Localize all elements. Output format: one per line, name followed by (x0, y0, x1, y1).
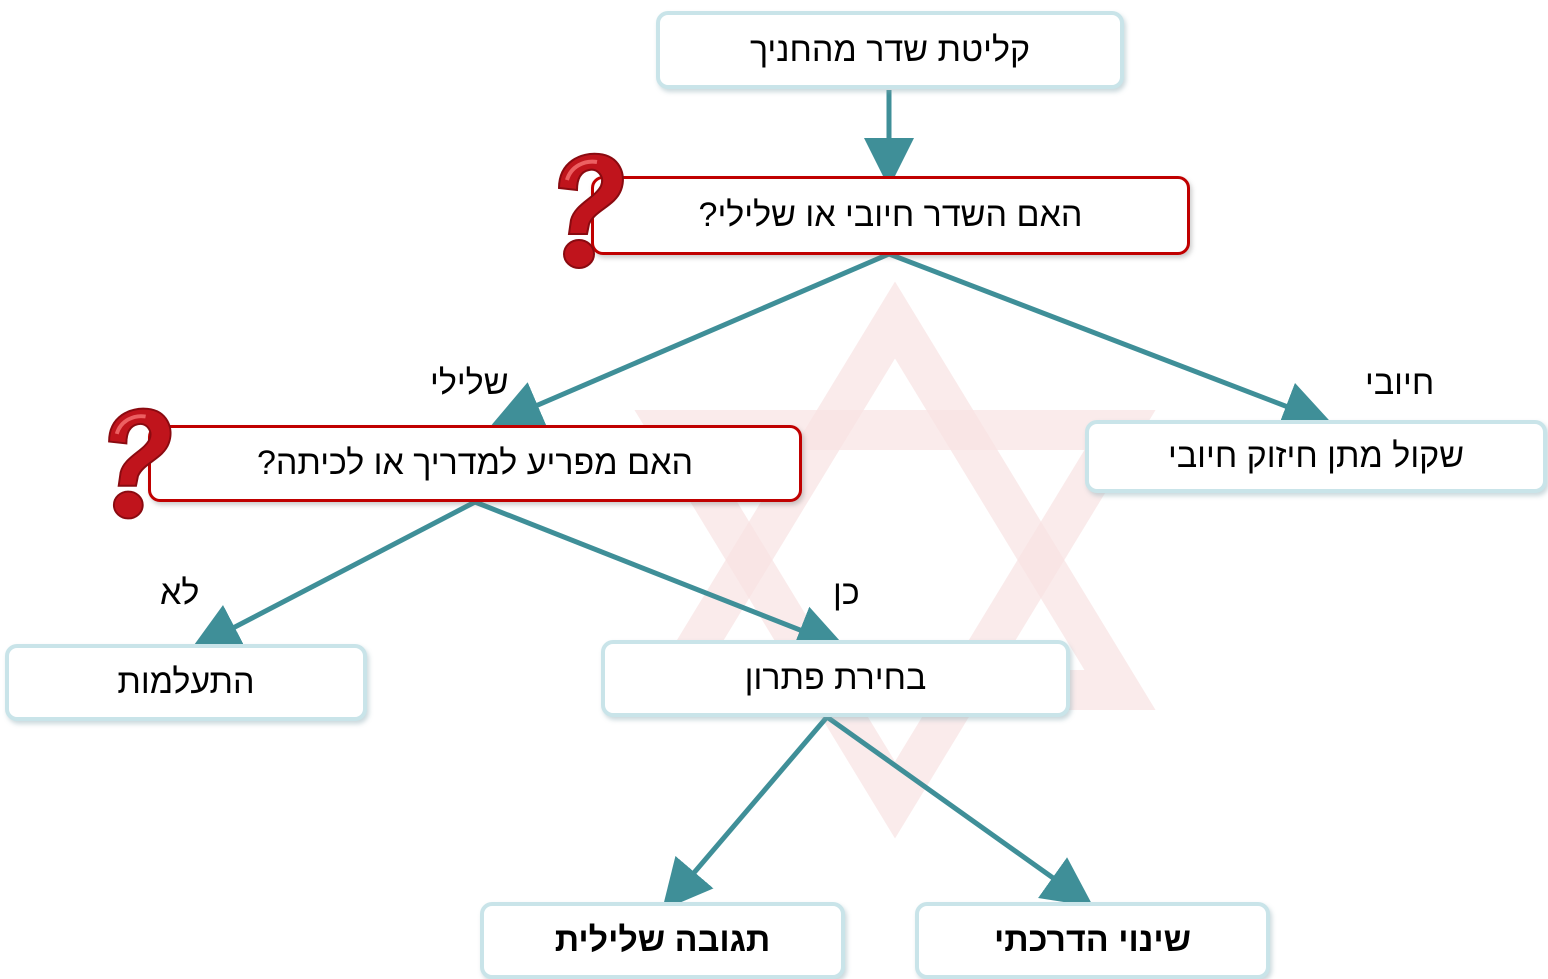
question-mark-icon (108, 407, 172, 520)
node-ignore: התעלמות (5, 644, 367, 721)
node-instruction-change: שינוי הדרכתי (915, 902, 1270, 979)
edge-label-no: לא (160, 574, 200, 612)
arrow-q1-to-positive (888, 251, 1333, 430)
node-question-disturbing: האם מפריע למדריך או לכיתה? (148, 425, 802, 502)
node-start: קליטת שדר מהחניך (656, 11, 1124, 89)
arrow-q2-to-ignore (190, 499, 477, 651)
arrow-q2-to-choose (474, 499, 847, 654)
arrow-q1-to-q2 (491, 251, 890, 429)
question-mark-icon (557, 152, 624, 269)
node-positive-reinforcement: שקול מתן חיזוק חיובי (1085, 420, 1547, 493)
edge-label-positive: חיובי (1365, 364, 1435, 402)
node-negative-response: תגובה שלילית (480, 902, 845, 979)
node-choose-solution: בחירת פתרון (601, 640, 1070, 717)
arrow-choose-to-instruction (825, 714, 1094, 907)
edge-label-yes: כן (833, 574, 860, 612)
edge-label-negative: שלילי (430, 364, 509, 402)
arrow-choose-to-negative (662, 715, 829, 911)
node-question-positive-negative: האם השדר חיובי או שלילי? (591, 176, 1190, 255)
